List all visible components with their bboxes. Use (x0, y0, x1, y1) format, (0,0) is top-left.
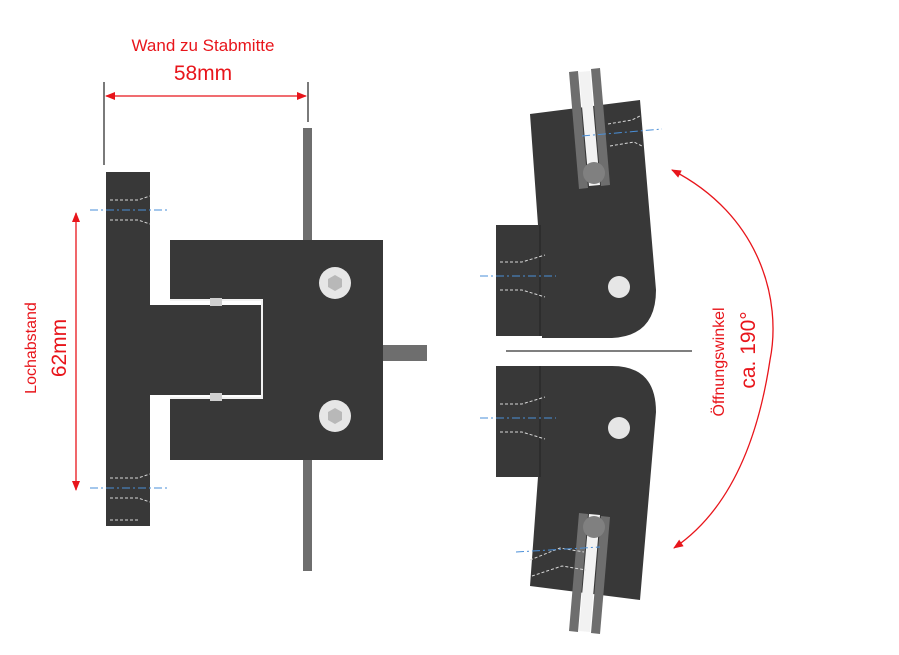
screw-axis-lines (90, 209, 168, 489)
dimension-wall-to-rod: Wand zu Stabmitte 58mm (103, 36, 309, 165)
glass-slot-upper (569, 68, 610, 189)
connector-arm (148, 305, 263, 395)
screw-axis-lower (480, 417, 601, 553)
dimension-hole-spacing: Lochabstand 62mm (23, 212, 80, 491)
opening-angle-arc (671, 169, 774, 549)
hole-spacing-label: Lochabstand (23, 302, 40, 394)
screw-head-top (319, 267, 351, 299)
wall-block-upper (496, 225, 542, 336)
hinge-side-view (90, 128, 427, 571)
hinge-top-view-lower (480, 366, 656, 634)
hole-spacing-value: 62mm (48, 319, 71, 377)
screw-head-bottom (319, 400, 351, 432)
opening-angle-label: Öffnungswinkel (710, 307, 728, 416)
opening-angle-annotation: Öffnungswinkel ca. 190° (671, 169, 774, 549)
clamp-pad (210, 298, 222, 306)
opening-angle-value: ca. 190° (737, 311, 760, 388)
wall-screw-hidden-lines (110, 195, 151, 521)
hidden-lines-upper (500, 115, 643, 298)
screw-axis-upper (480, 128, 663, 277)
pivot-hole-upper (608, 276, 630, 298)
pivot-pin (383, 345, 427, 361)
wall-to-rod-value: 58mm (174, 62, 232, 85)
hidden-lines-lower (500, 396, 587, 577)
wall-block-lower (496, 366, 542, 477)
glass-slot-lower (569, 513, 610, 634)
clamp-pad (210, 393, 222, 401)
hinge-top-view-upper (480, 68, 663, 338)
wall-to-rod-label: Wand zu Stabmitte (132, 36, 275, 55)
wall-plate (106, 172, 150, 526)
pivot-hole-lower (608, 417, 630, 439)
